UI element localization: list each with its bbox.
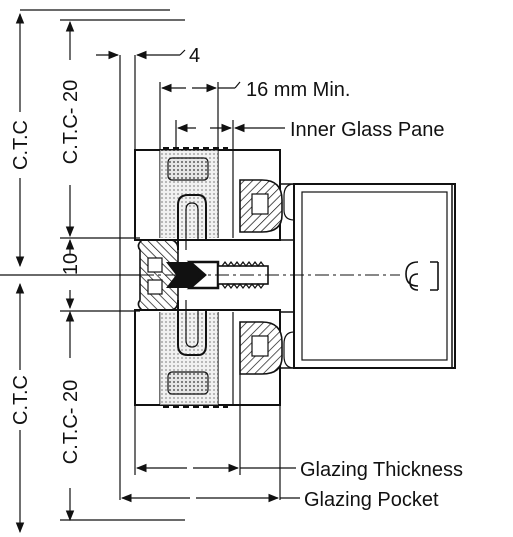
- dim-16-label: 16 mm Min.: [246, 79, 350, 101]
- ctc-bottom-label: C.T.C: [10, 375, 32, 425]
- bottom-dimensions: [120, 374, 300, 503]
- top-dimensions: [96, 49, 285, 500]
- upper-spacer-profile: [177, 194, 207, 250]
- inner-glass-pane-label: Inner Glass Pane: [290, 119, 445, 141]
- ctc20-bottom-label: C.T.C- 20: [60, 380, 82, 464]
- ctc-dimension-chain: [0, 9, 185, 534]
- thermal-break: [166, 260, 220, 290]
- glazing-pocket-label: Glazing Pocket: [304, 489, 439, 511]
- ctc20-top-label: C.T.C- 20: [60, 80, 82, 164]
- mullion-profile: [279, 183, 456, 369]
- ctc-top-label: C.T.C: [10, 120, 32, 170]
- lower-gasket: [239, 321, 283, 375]
- dim-10-label: 10: [60, 253, 82, 275]
- upper-gasket: [239, 179, 283, 233]
- lower-spacer-profile: [177, 300, 207, 356]
- glazing-thickness-label: Glazing Thickness: [300, 459, 463, 481]
- dim-4-label: 4: [189, 45, 200, 67]
